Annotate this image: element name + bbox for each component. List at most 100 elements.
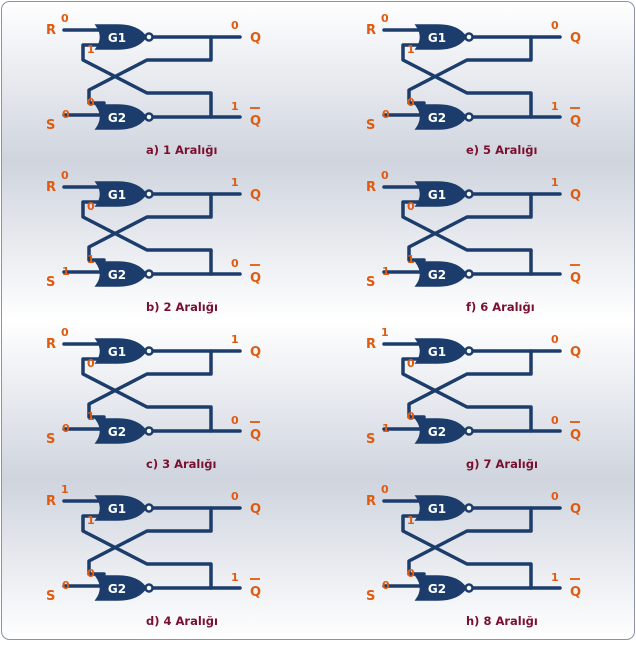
gate-label-g2: G2	[428, 425, 446, 439]
wire-feedback-qbar-to-g1	[81, 43, 213, 119]
value-r: 0	[381, 169, 389, 182]
nor-bubble-g1	[144, 32, 154, 42]
value-q: 1	[231, 176, 239, 189]
nor-bubble-g1	[144, 503, 154, 513]
gate-label-g1: G1	[108, 188, 126, 202]
nor-gate-g1	[94, 338, 147, 364]
nor-gate-g1	[94, 495, 147, 521]
wire-feedback-q-to-g2	[407, 349, 533, 419]
value-s: 0	[62, 422, 70, 435]
value-r: 1	[381, 326, 389, 339]
caption: f) 6 Aralığı	[466, 300, 535, 314]
value-q: 1	[551, 176, 559, 189]
wire-feedback-qbar-to-g1	[81, 200, 213, 276]
value-q: 1	[231, 333, 239, 346]
label-qbar: Q	[570, 271, 581, 286]
gate-label-g1: G1	[108, 345, 126, 359]
value-q: 0	[551, 19, 559, 32]
wire-feedback-qbar-to-g1	[401, 357, 533, 433]
nor-bubble-g1	[144, 189, 154, 199]
gate-label-g1: G1	[428, 188, 446, 202]
value-s: 0	[62, 579, 70, 592]
wire-feedback-qbar-to-g1	[401, 43, 533, 119]
gate-label-g2: G2	[428, 268, 446, 282]
value-q: 0	[231, 490, 239, 503]
wire-feedback-qbar-to-g1	[81, 357, 213, 433]
label-qbar: Q	[250, 428, 261, 443]
label-r: R	[366, 23, 376, 38]
label-r: R	[46, 180, 56, 195]
value-g2-feedback: 0	[87, 567, 95, 580]
value-r: 1	[61, 483, 69, 496]
wire-feedback-qbar-to-g1	[401, 200, 533, 276]
wire-feedback-q-to-g2	[407, 35, 533, 105]
value-qbar: 1	[231, 571, 239, 584]
value-q: 0	[231, 19, 239, 32]
value-s: 0	[382, 579, 390, 592]
nor-bubble-g1	[464, 503, 474, 513]
caption: d) 4 Aralığı	[146, 614, 218, 628]
value-qbar: 0	[551, 414, 559, 427]
nor-gate-g2	[94, 418, 147, 444]
nor-gate-g1	[94, 181, 147, 207]
label-q: Q	[570, 31, 581, 46]
caption: b) 2 Aralığı	[146, 300, 218, 314]
value-g2-feedback: 1	[87, 253, 95, 266]
label-qbar: Q	[250, 585, 261, 600]
label-s: S	[46, 118, 55, 133]
nor-bubble-g2	[144, 112, 154, 122]
caption: h) 8 Aralığı	[466, 614, 538, 628]
wire-feedback-q-to-g2	[407, 192, 533, 262]
value-qbar: 1	[231, 100, 239, 113]
label-q: Q	[250, 502, 261, 517]
label-qbar: Q	[250, 114, 261, 129]
value-q: 0	[551, 490, 559, 503]
label-r: R	[46, 23, 56, 38]
value-r: 0	[381, 12, 389, 25]
value-qbar: 0	[231, 257, 239, 270]
value-s: 0	[382, 108, 390, 121]
value-g2-feedback: 0	[407, 96, 415, 109]
nor-bubble-g1	[464, 346, 474, 356]
label-s: S	[366, 589, 375, 604]
nor-bubble-g2	[144, 583, 154, 593]
gate-label-g1: G1	[428, 31, 446, 45]
gate-label-g1: G1	[428, 502, 446, 516]
caption: a) 1 Aralığı	[146, 143, 217, 157]
caption: c) 3 Aralığı	[146, 457, 216, 471]
nor-bubble-g2	[464, 112, 474, 122]
value-g1-feedback: 0	[87, 357, 95, 370]
wire-feedback-qbar-to-g1	[401, 514, 533, 590]
label-qbar: Q	[250, 271, 261, 286]
nor-gate-g2	[94, 575, 147, 601]
wire-feedback-q-to-g2	[87, 192, 213, 262]
label-r: R	[46, 337, 56, 352]
label-r: R	[366, 180, 376, 195]
value-g2-feedback: 1	[87, 410, 95, 423]
wire-feedback-q-to-g2	[87, 35, 213, 105]
label-s: S	[366, 118, 375, 133]
label-s: S	[46, 432, 55, 447]
value-g1-feedback: 0	[87, 200, 95, 213]
label-qbar: Q	[570, 428, 581, 443]
gate-label-g2: G2	[108, 582, 126, 596]
value-g1-feedback: 0	[407, 357, 415, 370]
caption: g) 7 Aralığı	[466, 457, 538, 471]
value-s: 0	[62, 108, 70, 121]
value-r: 0	[61, 12, 69, 25]
nor-gate-g2	[414, 418, 467, 444]
nor-bubble-g2	[144, 426, 154, 436]
caption: e) 5 Aralığı	[466, 143, 537, 157]
value-g2-feedback: 1	[407, 253, 415, 266]
value-g1-feedback: 1	[87, 514, 95, 527]
value-s: 1	[62, 265, 70, 278]
value-r: 0	[61, 169, 69, 182]
label-q: Q	[250, 188, 261, 203]
wire-feedback-q-to-g2	[87, 349, 213, 419]
label-s: S	[366, 432, 375, 447]
